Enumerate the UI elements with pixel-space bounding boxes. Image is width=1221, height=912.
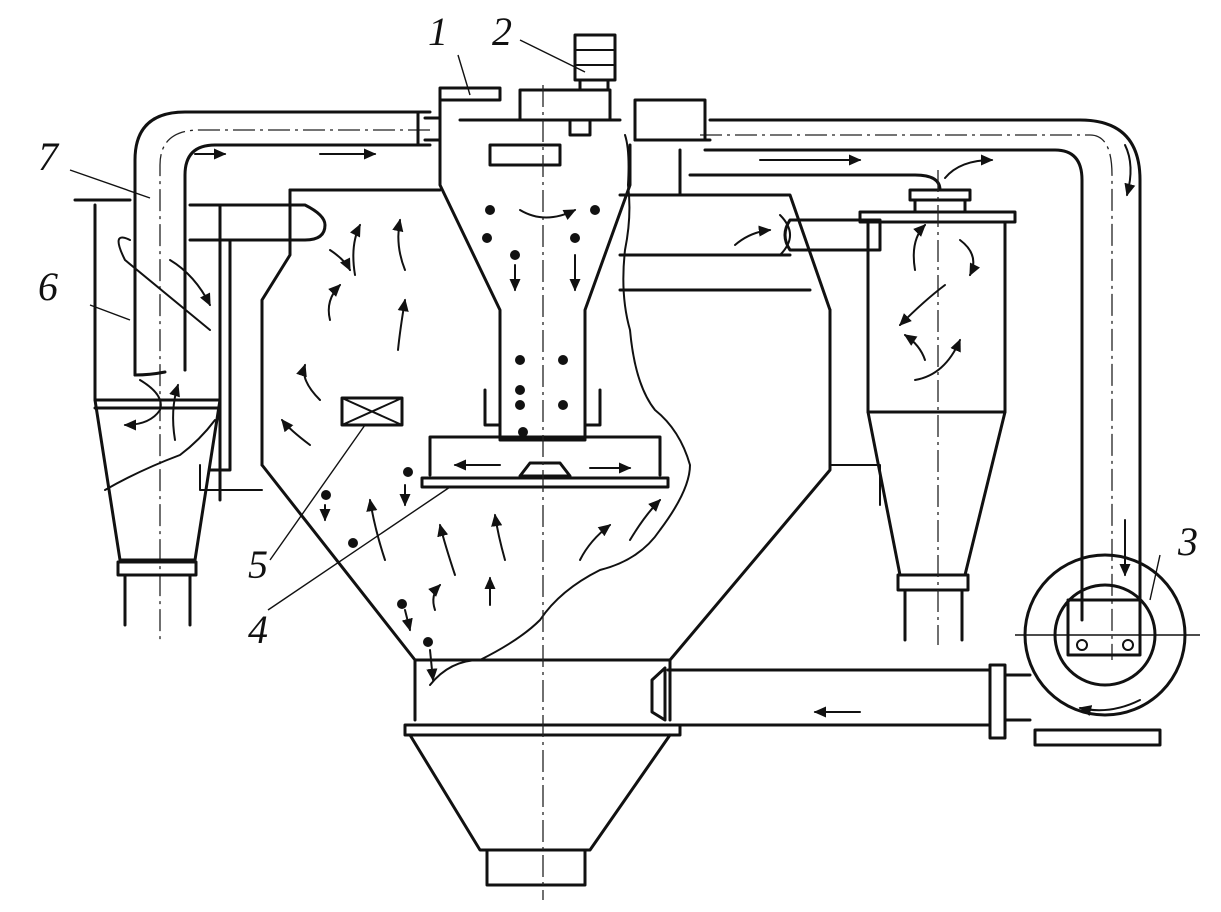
label-2: 2 xyxy=(492,9,512,54)
particle-dots xyxy=(321,205,600,647)
label-1: 1 xyxy=(428,9,448,54)
return-air-duct-left xyxy=(133,110,442,640)
label-6: 6 xyxy=(38,264,58,309)
return-air-duct-right xyxy=(688,118,1142,660)
return-pipe xyxy=(650,663,1032,740)
top-cover xyxy=(633,98,712,197)
leader-lines xyxy=(69,39,1161,611)
label-3: 3 xyxy=(1177,519,1198,564)
motor xyxy=(518,33,617,137)
right-cyclone xyxy=(858,188,1017,642)
guide-vane-box xyxy=(340,396,404,427)
section-cutline xyxy=(429,134,691,686)
separator-housing xyxy=(199,188,881,887)
label-4: 4 xyxy=(248,607,268,652)
label-5: 5 xyxy=(248,542,268,587)
airflow-arrows xyxy=(123,144,1136,682)
left-connecting-pipe xyxy=(188,203,327,242)
feed-hopper xyxy=(420,86,670,489)
label-7: 7 xyxy=(38,134,60,179)
right-connecting-pipe xyxy=(779,214,882,256)
fan xyxy=(1015,553,1200,747)
